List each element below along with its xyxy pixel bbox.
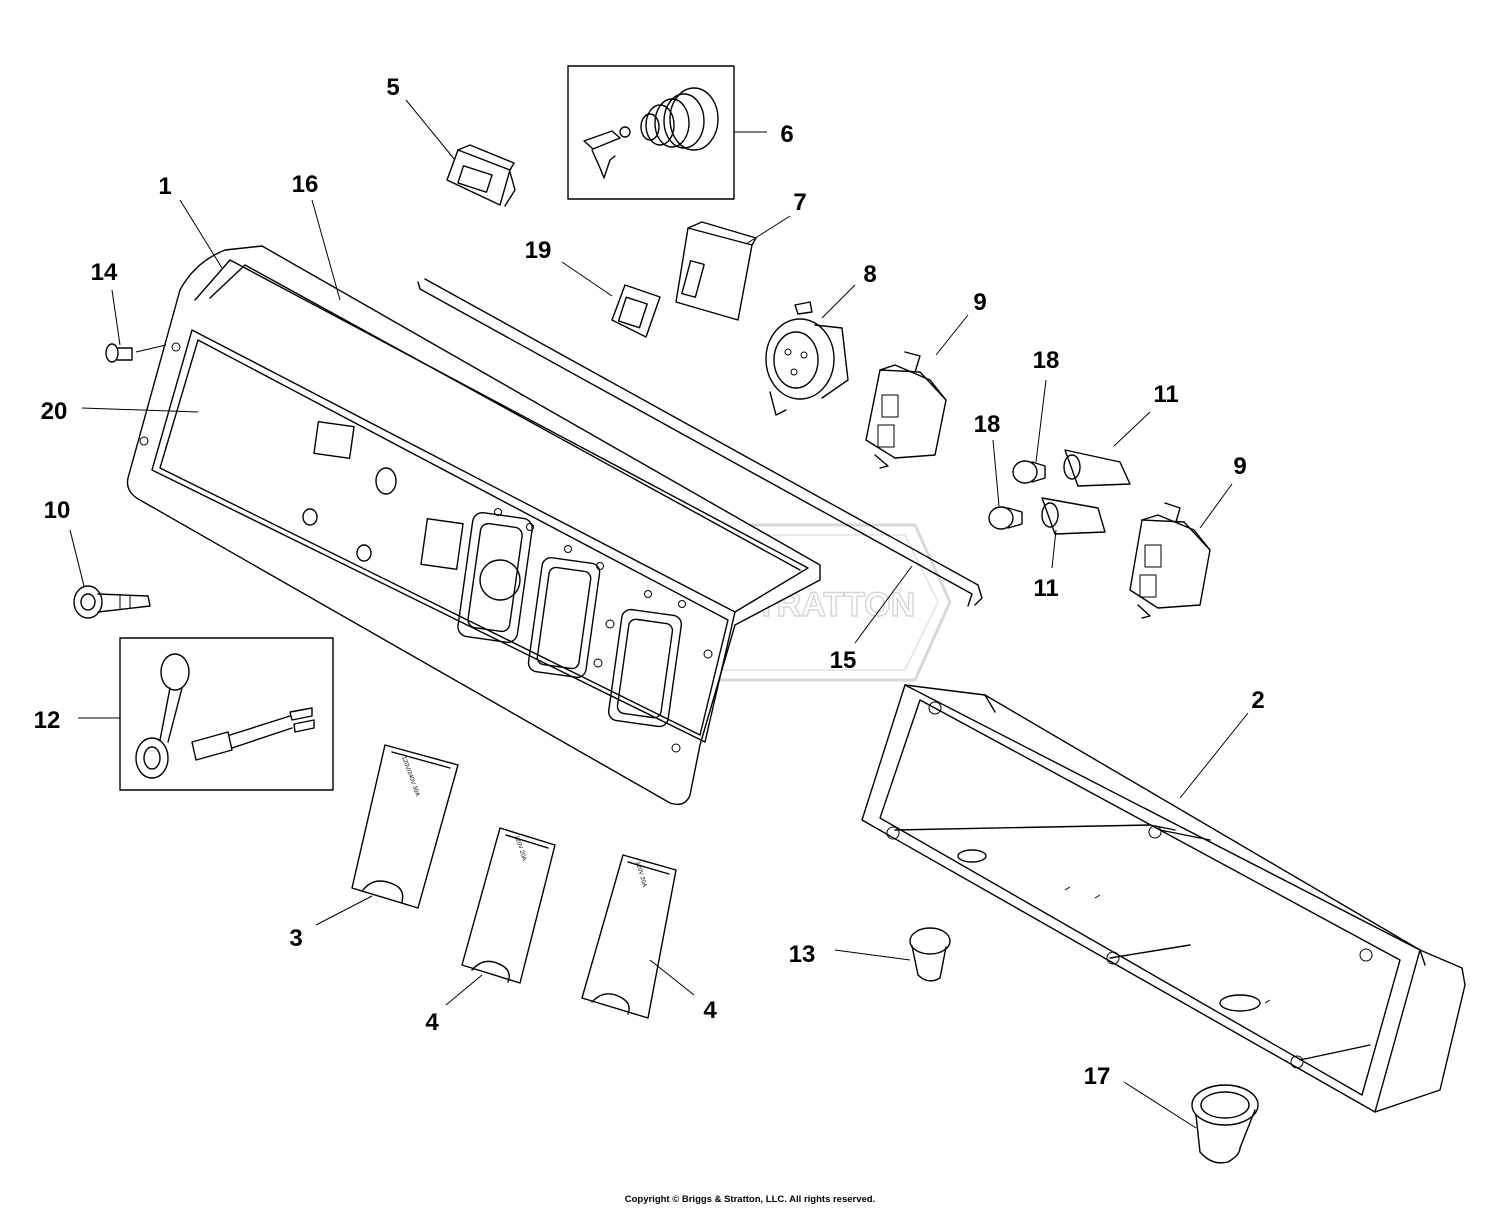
callout-18a: 18	[1033, 347, 1060, 374]
callout-16: 16	[292, 171, 319, 198]
callout-10: 10	[44, 497, 71, 524]
callout-6: 6	[780, 121, 793, 148]
callout-19: 19	[525, 237, 552, 264]
part-button-upper	[1012, 460, 1046, 484]
callout-1: 1	[158, 173, 171, 200]
part-breaker-upper	[1063, 449, 1131, 487]
callout-11b: 11	[1033, 575, 1058, 602]
callout-2: 2	[1251, 687, 1264, 714]
callout-4b: 4	[703, 997, 717, 1024]
part-screw	[105, 343, 133, 363]
part-kit-box	[119, 637, 334, 791]
callout-8: 8	[863, 261, 876, 288]
callout-11a: 11	[1153, 381, 1178, 408]
part-twist-receptacle	[765, 301, 849, 416]
part-control-panel	[126, 245, 821, 806]
copyright-notice: Copyright © Briggs & Stratton, LLC. All …	[625, 1194, 876, 1205]
callout-15: 15	[830, 647, 857, 674]
part-cover-small-a: 120V 20A	[461, 827, 556, 984]
callout-9b: 9	[1233, 453, 1246, 480]
part-button-lower	[988, 506, 1023, 530]
callout-9a: 9	[973, 289, 986, 316]
part-hour-meter	[446, 144, 516, 207]
part-cover-small-b: 120V 20A	[581, 854, 677, 1019]
part-small-switch	[611, 284, 661, 338]
part-rod	[417, 278, 983, 607]
part-duplex-receptacle-upper	[865, 351, 947, 469]
part-cover-large: 120V/240V 30A	[351, 744, 459, 909]
leader-lines	[69, 99, 1249, 1129]
callout-14: 14	[91, 259, 118, 286]
callout-3: 3	[289, 925, 302, 952]
part-key-switch	[567, 65, 735, 200]
callout-4a: 4	[425, 1009, 439, 1036]
part-duplex-receptacle-lower	[1129, 502, 1211, 619]
part-grommet-large	[1191, 1084, 1259, 1164]
callout-17: 17	[1084, 1063, 1111, 1090]
callout-20: 20	[41, 398, 68, 425]
part-breaker-lower	[1041, 497, 1106, 535]
callout-13: 13	[789, 941, 816, 968]
callout-7: 7	[793, 189, 806, 216]
callout-labels: 1 2 3 4 4 5 6 7 8 9 9 10 11 11 12 13 14 …	[34, 74, 1265, 1090]
callout-12: 12	[34, 707, 61, 734]
part-housing-box	[861, 684, 1466, 1113]
part-knob	[73, 585, 151, 619]
callout-5: 5	[386, 74, 399, 101]
part-rocker-switch	[675, 221, 757, 321]
part-grommet-small	[909, 927, 951, 982]
callout-18b: 18	[974, 411, 1001, 438]
